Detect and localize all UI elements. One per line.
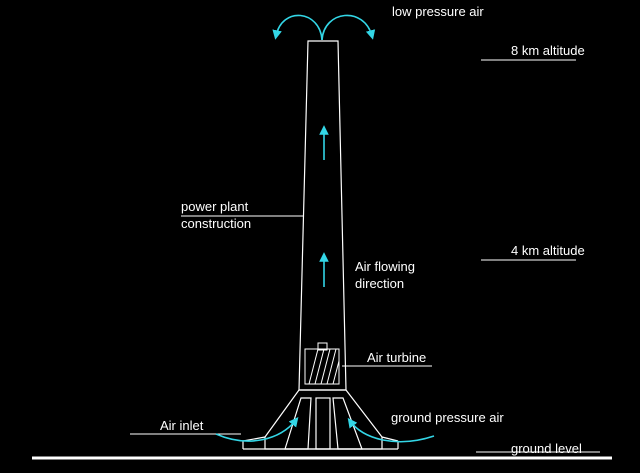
low-pressure-air-label: low pressure air	[392, 4, 484, 19]
airflow-label-line2: direction	[355, 276, 404, 291]
exhaust-arrow-right-icon	[321, 14, 376, 41]
leader-lines	[130, 59, 576, 435]
air-turbine-label: Air turbine	[367, 350, 426, 365]
inlet-arrow-left-icon	[215, 417, 299, 442]
altitude-4km-label: 4 km altitude	[511, 243, 585, 258]
altitude-8km-label: 8 km altitude	[511, 43, 585, 58]
construction-label-line1: power plant	[181, 199, 249, 214]
inlet-arrow-right-icon	[347, 417, 435, 443]
tower-base	[242, 389, 399, 450]
ground-level-label: ground level	[511, 441, 582, 456]
airflow-label-line1: Air flowing	[355, 259, 415, 274]
construction-label-line2: construction	[181, 216, 251, 231]
air-turbine-icon	[304, 342, 340, 385]
exhaust-arrow-left-icon	[272, 14, 323, 41]
tower-shaft	[298, 40, 347, 391]
ground-pressure-air-label: ground pressure air	[391, 410, 504, 425]
air-inlet-label: Air inlet	[160, 418, 204, 433]
airflow-arrows	[215, 14, 435, 443]
